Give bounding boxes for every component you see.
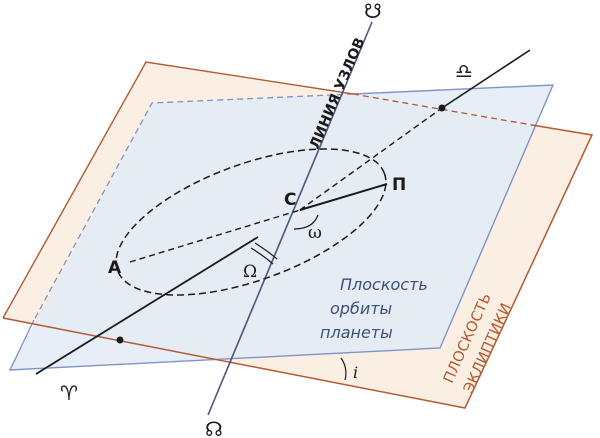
libra-direction-line <box>299 107 443 211</box>
orbit-ellipse <box>115 148 387 296</box>
libra-point <box>438 104 446 112</box>
omega-arc-2 <box>250 247 274 265</box>
inclination-arc <box>340 357 347 381</box>
label-omega-small: ω <box>308 223 322 243</box>
aries-direction-line <box>35 236 259 375</box>
ecliptic-plane-back-edge <box>2 61 354 319</box>
ascending-node-symbol-icon: ☊ <box>205 417 223 438</box>
label-A: A <box>108 258 122 278</box>
orbit-plane-label-line1: Плоскость <box>340 275 428 294</box>
apse-line-periapsis <box>299 183 388 211</box>
orbit-plane-visible-edge <box>8 84 555 371</box>
orbit-plane-label-line2: орбиты <box>330 299 392 318</box>
descending-node-symbol-icon: ☋ <box>364 0 382 23</box>
ecliptic-plane-front-edge <box>2 124 594 409</box>
aries-symbol-icon: ♈ <box>60 381 78 405</box>
label-omega-large: Ω <box>243 262 257 282</box>
label-inclination: i <box>353 363 358 382</box>
libra-direction-line-outer <box>441 49 531 109</box>
orbit-plane <box>10 85 553 370</box>
omega-small-arc <box>293 214 319 230</box>
aries-point <box>116 336 124 344</box>
line-of-nodes <box>207 21 373 416</box>
orbit-plane-hidden-edge <box>33 93 354 321</box>
label-C: С <box>284 190 296 210</box>
orbit-plane-label-line3: планеты <box>320 323 393 342</box>
libra-symbol-icon: ♎ <box>455 59 473 83</box>
label-P: П <box>392 175 406 195</box>
omega-arc-1 <box>254 242 278 260</box>
